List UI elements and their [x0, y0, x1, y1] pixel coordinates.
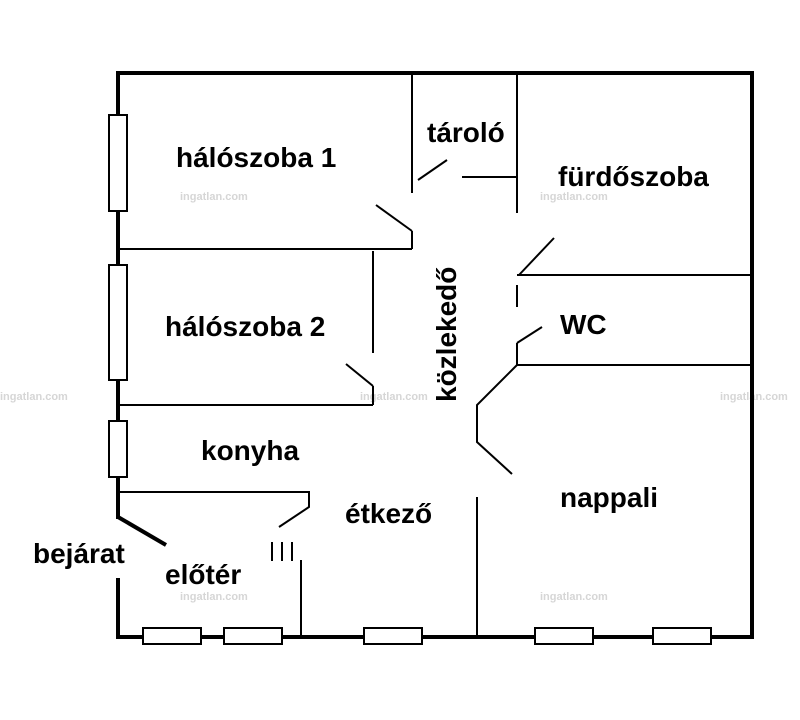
room-label-eloter: előtér — [165, 559, 241, 590]
window — [108, 264, 128, 381]
window — [142, 627, 202, 645]
room-label-nappali: nappali — [560, 482, 658, 513]
room-label-halo2: hálószoba 2 — [165, 311, 325, 342]
interior-walls — [118, 73, 752, 637]
room-label-konyha: konyha — [201, 435, 299, 466]
window — [223, 627, 283, 645]
window — [108, 420, 128, 478]
room-label-furdo: fürdőszoba — [558, 161, 709, 192]
window — [363, 627, 423, 645]
room-label-tarolo: tároló — [427, 117, 505, 148]
door-wc — [516, 326, 543, 344]
door-halo2 — [345, 363, 374, 387]
door-tarolo — [417, 159, 448, 181]
watermark: ingatlan.com — [180, 191, 248, 203]
watermark: ingatlan.com — [540, 191, 608, 203]
door-halo1 — [375, 204, 413, 232]
window — [108, 114, 128, 212]
watermark: ingatlan.com — [720, 391, 788, 403]
wall-konyha-bottom — [118, 491, 310, 528]
door-furdo — [518, 237, 555, 276]
room-label-etkezo: étkező — [345, 498, 432, 529]
room-label-halo1: hálószoba 1 — [176, 142, 336, 173]
window — [652, 627, 712, 645]
window — [534, 627, 594, 645]
door-nappali — [476, 364, 518, 475]
room-label-wc: WC — [560, 309, 607, 340]
entrance-door — [116, 515, 168, 547]
watermark: ingatlan.com — [360, 391, 428, 403]
watermark: ingatlan.com — [180, 591, 248, 603]
room-label-bejarat: bejárat — [33, 538, 125, 569]
room-label-kozlekedo: közlekedő — [431, 267, 462, 402]
watermark: ingatlan.com — [0, 391, 68, 403]
watermarks: ingatlan.com ingatlan.com ingatlan.com i… — [0, 191, 788, 603]
windows — [108, 114, 712, 645]
room-labels: hálószoba 1 tároló fürdőszoba hálószoba … — [33, 117, 709, 590]
watermark: ingatlan.com — [540, 591, 608, 603]
